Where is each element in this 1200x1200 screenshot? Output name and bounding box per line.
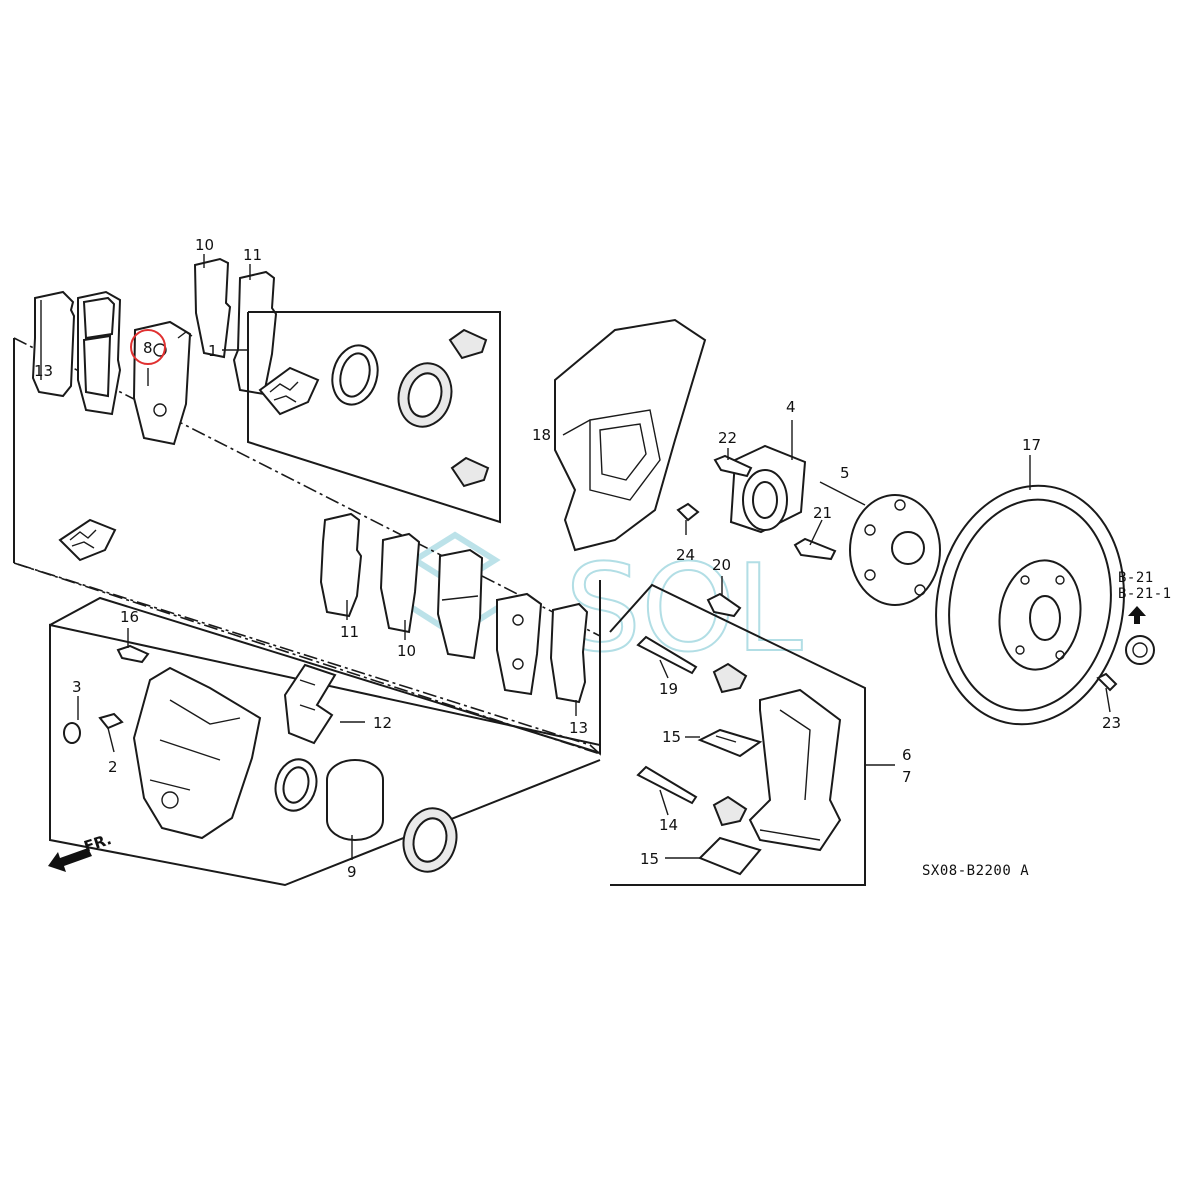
- pad-shim-11: [232, 270, 278, 396]
- brake-rotor: [935, 484, 1125, 726]
- ref-b21-1: B-21-1: [1118, 586, 1172, 602]
- caliper-group: [49, 596, 601, 887]
- wheel-bearing-4: [729, 444, 807, 534]
- brake-pad-outer: [132, 320, 193, 446]
- callout-19: 19: [659, 680, 678, 698]
- dust-boot-caliper: [402, 807, 458, 873]
- bolt-22: [713, 454, 753, 478]
- pad-retainer-12: [283, 663, 337, 745]
- pin-boot-lower: [450, 456, 490, 488]
- pad-shim-10: [193, 257, 232, 359]
- wheel-stud-21: [793, 537, 837, 561]
- ref-b21: B-21: [1118, 570, 1154, 586]
- caliper-bolt-16: [116, 644, 150, 664]
- arrow-up-icon: [1128, 606, 1146, 624]
- callout-2: 2: [108, 758, 118, 776]
- seal-kit-group: [247, 311, 501, 524]
- sol-watermark: SOL: [398, 531, 804, 680]
- callout-17: 17: [1022, 436, 1041, 454]
- brake-pad-inner-right: [436, 548, 484, 660]
- piston-seal: [331, 344, 379, 406]
- caliper-body: [132, 666, 262, 840]
- callout-21-upper: 21: [813, 504, 832, 522]
- pin-boot-upper: [448, 328, 488, 360]
- front-arrow-icon: [48, 848, 92, 872]
- callout-16: 16: [120, 608, 139, 626]
- callout-11-left: 11: [243, 246, 262, 264]
- pad-clip-15-upper: [697, 728, 763, 758]
- grease-packet-kit: [258, 366, 320, 416]
- brake-pad-inner: [77, 290, 122, 416]
- piston-9: [326, 759, 384, 841]
- callout-15-lower: 15: [640, 850, 659, 868]
- lug-nut: [1125, 635, 1155, 665]
- leader-lines: [40, 254, 1111, 860]
- callout-10-left: 10: [195, 236, 214, 254]
- brake-pad-shim-13: [31, 290, 76, 398]
- callout-9: 9: [347, 863, 357, 881]
- bolt-20: [706, 592, 742, 618]
- callout-6: 6: [902, 746, 912, 764]
- dust-boot: [397, 362, 453, 428]
- callout-22: 22: [718, 429, 737, 447]
- reference-labels: B-21 B-21-1: [1118, 570, 1172, 624]
- pad-kit-group: [13, 257, 601, 756]
- brake-pad-shim-13-right: [549, 602, 589, 704]
- pin-boot-14: [712, 795, 748, 827]
- callout-23: 23: [1102, 714, 1121, 732]
- callout-5: 5: [840, 464, 850, 482]
- pad-shim-11-right: [319, 512, 363, 618]
- callout-1: 1: [208, 342, 218, 360]
- callout-24: 24: [676, 546, 695, 564]
- screw-23: [1096, 672, 1118, 692]
- caliper-bracket: [748, 688, 842, 852]
- callout-15-upper: 15: [662, 728, 681, 746]
- callout-10-right: 10: [397, 642, 416, 660]
- callout-18: 18: [532, 426, 551, 444]
- splash-shield: [554, 318, 707, 552]
- callout-3: 3: [72, 678, 82, 696]
- callout-13-left: 13: [34, 362, 53, 380]
- callout-12: 12: [373, 714, 392, 732]
- callout-8-highlight-circle: [130, 329, 166, 365]
- callout-7: 7: [902, 768, 912, 786]
- pad-shim-10-right: [379, 532, 421, 634]
- callout-20: 20: [712, 556, 731, 574]
- watermark-text: SOL: [565, 540, 803, 679]
- callouts: 1 2 3 4 5 6 7 8 9 10 10 11 11 12 13 13 1…: [34, 236, 1121, 881]
- callout-11-right: 11: [340, 623, 359, 641]
- pin-boot-19: [712, 662, 748, 694]
- callout-13-right: 13: [569, 719, 588, 737]
- brake-pad-outer-right: [496, 592, 543, 696]
- diagram-code: SX08-B2200 A: [922, 863, 1029, 879]
- bleeder-cap: [63, 722, 81, 744]
- callout-8: 8: [143, 339, 153, 357]
- bolt-24: [676, 502, 700, 522]
- caliper-bracket-group: [609, 583, 866, 886]
- guide-pin-19: [636, 635, 698, 675]
- guide-pin-14: [636, 765, 698, 805]
- callout-4: 4: [786, 398, 796, 416]
- wheel-hub-5: [849, 494, 941, 606]
- callout-14: 14: [659, 816, 678, 834]
- pad-clip-15-lower: [698, 836, 762, 876]
- bleeder-screw: [98, 712, 124, 730]
- grease-packet: [58, 518, 117, 562]
- piston-seal-caliper: [274, 758, 318, 812]
